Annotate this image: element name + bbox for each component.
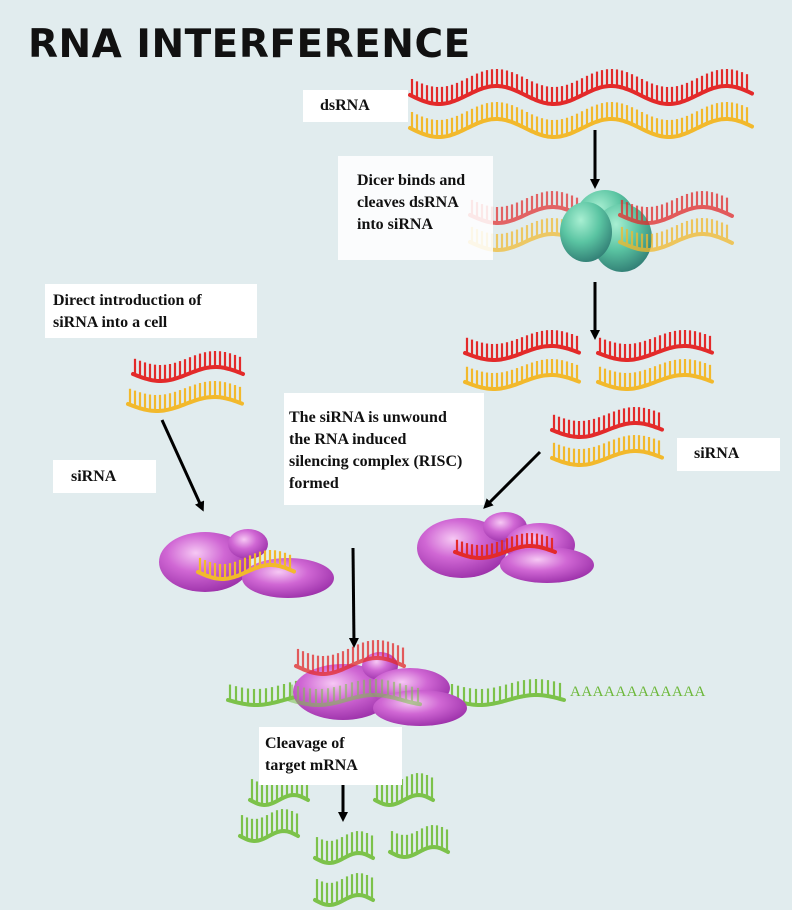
label-risc-step: The siRNA is unwound the RNA induced sil… <box>284 393 484 505</box>
label-sirna-right: siRNA <box>677 438 780 471</box>
sirna-products <box>463 330 714 467</box>
label-sirna-left: siRNA <box>53 460 156 493</box>
diagram-title: RNA INTERFERENCE <box>28 22 471 67</box>
label-direct-introduction: Direct introduction of siRNA into a cell <box>45 284 257 338</box>
mrna-target <box>226 640 566 726</box>
label-dicer-step: Dicer binds and cleaves dsRNA into siRNA <box>338 156 493 260</box>
cleaved-mrna-fragments <box>238 773 450 908</box>
arrow-introduced-to-risc <box>160 419 205 512</box>
risc-complex-left <box>159 529 334 598</box>
introduced-sirna <box>126 351 245 413</box>
arrow-sirna-to-risc <box>483 450 542 509</box>
label-cleavage: Cleavage of target mRNA <box>259 727 402 785</box>
poly-a-tail: AAAAAAAAAAAA <box>570 684 706 700</box>
dsrna-molecule <box>408 69 754 139</box>
dicer-complex <box>468 190 734 272</box>
risc-complex-right <box>417 512 594 583</box>
arrow-risc-to-mrna <box>348 547 359 648</box>
label-dsrna: dsRNA <box>303 90 408 122</box>
